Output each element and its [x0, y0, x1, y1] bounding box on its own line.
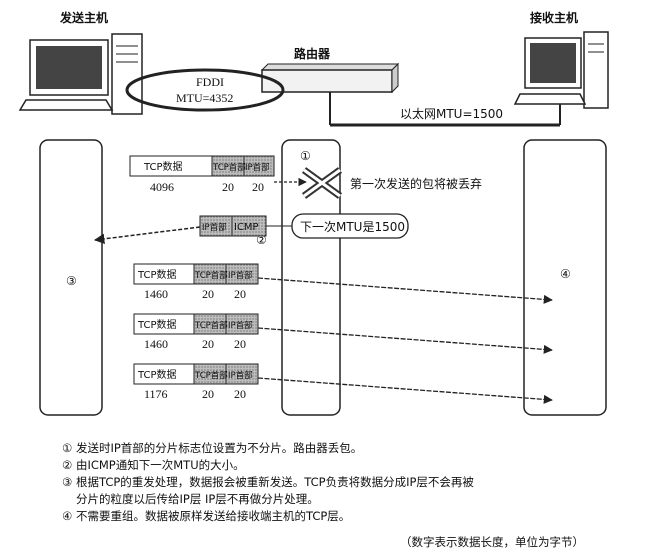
- segment-1-data: TCP数据: [137, 268, 177, 281]
- drop-note: 第一次发送的包将被丢弃: [350, 176, 482, 191]
- notes: ① 发送时IP首部的分片标志位设置为不分片。路由器丢包。 ② 由ICMP通知下一…: [62, 440, 622, 525]
- icmp-note: 下一次MTU是1500: [300, 220, 405, 234]
- segment-1-size: 1460: [144, 287, 168, 301]
- segment-2: TCP数据 TCP首部 IP首部 1460 20 20: [133, 313, 259, 351]
- segment-3-tcp-size: 20: [202, 387, 214, 401]
- segment-3-data: TCP数据: [137, 368, 177, 381]
- receiver-label: 接收主机: [530, 10, 578, 25]
- router-label: 路由器: [294, 46, 331, 61]
- router-stack-box: [281, 139, 341, 416]
- note-3-continued: 分片的粒度以后传给IP层 IP层不再做分片处理。: [76, 492, 319, 506]
- segment-1-ip: IP首部: [228, 270, 253, 281]
- fddi-label: FDDI: [196, 75, 224, 89]
- icmp-packet-ip: IP首部: [202, 222, 227, 233]
- first-packet-size: 4096: [150, 180, 174, 194]
- segment-1-ip-size: 20: [234, 287, 246, 301]
- ethernet-label: 以太网MTU=1500: [400, 106, 503, 121]
- note-4: ④ 不需要重组。数据被原样发送给接收端主机的TCP层。: [62, 509, 351, 523]
- segment-3-size: 1176: [144, 387, 168, 401]
- icmp-packet-icmp: ICMP: [234, 222, 259, 233]
- segment-2-tcp-size: 20: [202, 337, 214, 351]
- segment-3-arrow: [257, 377, 553, 404]
- first-packet-tcp: TCP首部: [212, 162, 246, 173]
- segment-2-tcp: TCP首部: [194, 320, 228, 331]
- note-1: ① 发送时IP首部的分片标志位设置为不分片。路由器丢包。: [62, 441, 363, 455]
- icmp-packet: IP首部 ICMP: [199, 215, 267, 237]
- router-icon: [260, 62, 400, 94]
- first-packet: TCP数据 TCP首部 IP首部 4096 20 20: [129, 155, 275, 194]
- segment-3-ip: IP首部: [228, 370, 253, 381]
- marker-1: ①: [300, 149, 311, 163]
- marker-2: ②: [256, 233, 267, 247]
- segment-1: TCP数据 TCP首部 IP首部 1460 20 20: [133, 263, 259, 301]
- marker-3: ③: [66, 274, 77, 288]
- segment-2-size: 1460: [144, 337, 168, 351]
- sender-stack-box: [39, 139, 103, 416]
- segment-1-arrow: [257, 277, 553, 304]
- sender-computer-icon: [18, 33, 143, 115]
- note-2: ② 由ICMP通知下一次MTU的大小。: [62, 458, 245, 472]
- drop-x-icon: [301, 167, 343, 199]
- receiver-computer-icon: [513, 31, 609, 109]
- segment-1-tcp: TCP首部: [194, 270, 228, 281]
- note-3: ③ 根据TCP的重发处理，数据报会被重新发送。TCP负责将数据分成IP层不会再被: [62, 475, 474, 489]
- first-packet-tcp-size: 20: [222, 180, 234, 194]
- first-packet-ip: IP首部: [245, 162, 270, 173]
- segment-3-ip-size: 20: [234, 387, 246, 401]
- segment-3-tcp: TCP首部: [194, 370, 228, 381]
- segment-3: TCP数据 TCP首部 IP首部 1176 20 20: [133, 363, 259, 401]
- segment-2-ip: IP首部: [228, 320, 253, 331]
- segment-2-arrow: [257, 327, 553, 354]
- first-packet-data: TCP数据: [143, 160, 183, 173]
- segment-1-tcp-size: 20: [202, 287, 214, 301]
- sender-label: 发送主机: [59, 10, 108, 25]
- unit-note: （数字表示数据长度，单位为字节）: [400, 535, 584, 549]
- mtu-discovery-diagram: 发送主机 接收主机 路由器 FDDI MTU=4352 以太网MTU=1500 …: [18, 10, 609, 416]
- marker-4: ④: [560, 267, 571, 281]
- fddi-mtu-label: MTU=4352: [176, 91, 233, 105]
- segment-2-ip-size: 20: [234, 337, 246, 351]
- fddi-ring: [125, 68, 285, 112]
- segment-2-data: TCP数据: [137, 318, 177, 331]
- first-packet-ip-size: 20: [252, 180, 264, 194]
